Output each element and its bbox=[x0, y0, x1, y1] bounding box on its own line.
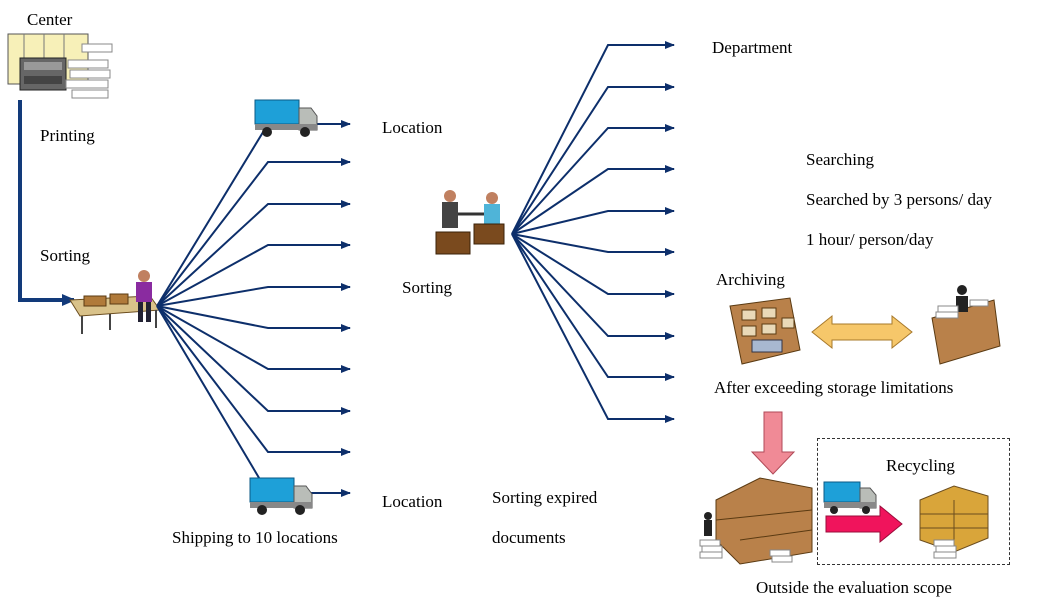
printing-label: Printing bbox=[40, 126, 95, 145]
sorting-worker-icon bbox=[69, 270, 161, 334]
desk-worker-icon bbox=[931, 285, 1001, 365]
truck-icon-top bbox=[254, 99, 318, 137]
handshake-icon bbox=[435, 190, 505, 255]
warehouse-icon bbox=[699, 477, 813, 565]
shipping-label: Shipping to 10 locations bbox=[172, 528, 338, 547]
searching-label: Searching bbox=[806, 150, 874, 169]
archiving-label: Archiving bbox=[716, 270, 785, 289]
outside-scope-label: Outside the evaluation scope bbox=[756, 578, 952, 597]
sorting-left-label: Sorting bbox=[40, 246, 91, 265]
hour-per-person-label: 1 hour/ person/day bbox=[806, 230, 934, 249]
searched-by-label: Searched by 3 persons/ day bbox=[806, 190, 993, 209]
location-bottom-label: Location bbox=[382, 492, 443, 511]
truck-icon-bottom bbox=[249, 477, 313, 515]
center-label: Center bbox=[27, 10, 73, 29]
location-top-label: Location bbox=[382, 118, 443, 137]
evaluation-scope-box bbox=[817, 438, 1010, 565]
sorting-expired-label-line2: documents bbox=[492, 528, 566, 547]
fanout-lines-locations bbox=[156, 120, 351, 497]
recycling-label: Recycling bbox=[886, 456, 955, 475]
department-label: Department bbox=[712, 38, 793, 57]
flow-arrow-printing-to-sorting bbox=[18, 100, 76, 306]
sorting-middle-label: Sorting bbox=[402, 278, 453, 297]
fanout-lines-departments bbox=[511, 41, 675, 423]
double-arrow-icon bbox=[811, 314, 913, 350]
right-arrow-icon bbox=[825, 504, 903, 544]
down-arrow-icon bbox=[750, 411, 796, 475]
archive-cabinet-icon bbox=[729, 297, 801, 365]
sorting-expired-label-line1: Sorting expired bbox=[492, 488, 598, 507]
recycling-crates-icon bbox=[919, 485, 989, 559]
printer-icon bbox=[7, 33, 113, 99]
truck-icon-recycling bbox=[823, 481, 877, 514]
after-exceeding-label: After exceeding storage limitations bbox=[714, 378, 954, 397]
